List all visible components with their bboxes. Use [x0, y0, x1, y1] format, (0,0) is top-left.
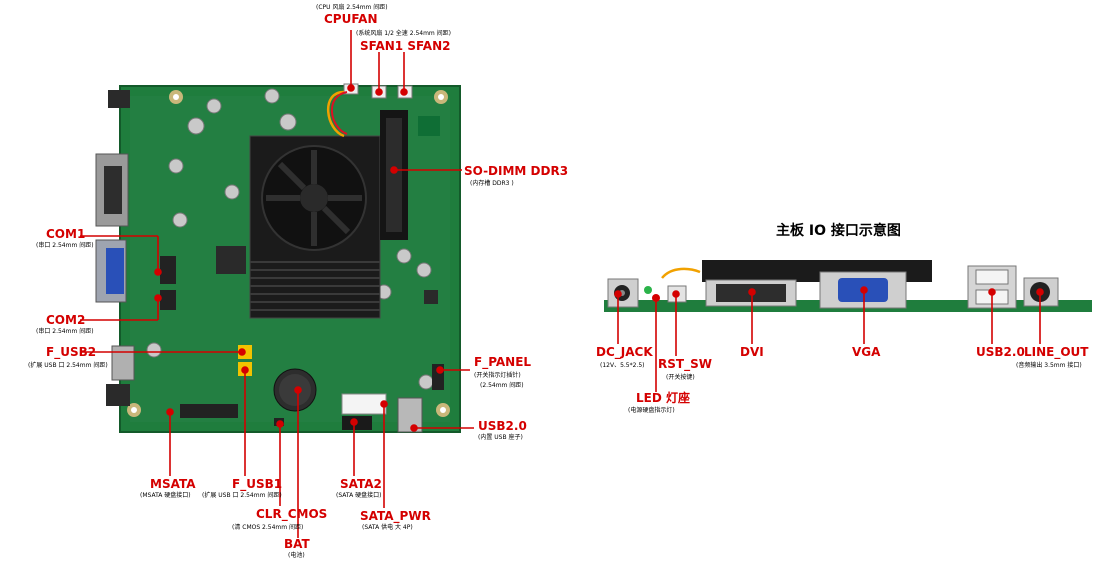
- dc-jack-note: (12V、5.5*2.5): [600, 362, 645, 369]
- audio-port-top: [106, 384, 130, 406]
- led-green: [644, 286, 652, 294]
- sata-pwr-label: SATA_PWR: [360, 509, 431, 523]
- f-panel-note: (开关指示灯插针): [474, 372, 521, 379]
- chip: [424, 290, 438, 304]
- com1-header: [160, 256, 176, 284]
- led-label: LED 灯座: [636, 391, 690, 405]
- vga-label: VGA: [852, 345, 881, 359]
- dvi-label: DVI: [740, 345, 764, 359]
- cpufan-note: (CPU 风扇 2.54mm 间距): [316, 4, 388, 11]
- com2-header: [160, 290, 176, 310]
- sfan-note: (系统风扇 1/2 全速 2.54mm 间距): [356, 30, 452, 37]
- sodimm-note: (内存槽 DDR3 ): [470, 180, 514, 187]
- clr-cmos-note: (清 CMOS 2.54mm 间距): [232, 524, 304, 531]
- f-usb1-label: F_USB1: [232, 477, 283, 491]
- chip: [216, 246, 246, 274]
- sata2-label: SATA2: [340, 477, 382, 491]
- f-usb2-note: (扩展 USB 口 2.54mm 间距): [28, 362, 108, 369]
- msata-slot: [180, 404, 238, 418]
- com1-label: COM1: [46, 227, 86, 241]
- f-panel-label: F_PANEL: [474, 355, 532, 369]
- dc-jack-label: DC_JACK: [596, 345, 653, 359]
- usb-port-top: [111, 345, 135, 381]
- dc-jack-top: [108, 90, 130, 108]
- msata-label: MSATA: [150, 477, 196, 491]
- bat-note: (电池): [288, 552, 305, 559]
- led-note: (电源硬盘指示灯): [628, 407, 675, 414]
- f-panel-note2: (2.54mm 间距): [480, 382, 524, 389]
- memory-label: [418, 116, 440, 136]
- com2-note: (串口 2.54mm 间距): [36, 328, 94, 335]
- f-usb2-label: F_USB2: [46, 345, 97, 359]
- line-out-note: (音频输出 3.5mm 接口): [1016, 362, 1082, 369]
- msata-note: (MSATA 硬盘接口): [140, 492, 191, 499]
- sata-power-connector: [341, 393, 387, 415]
- clr-cmos-label: CLR_CMOS: [256, 507, 328, 521]
- sfan-label: SFAN1 SFAN2: [360, 39, 451, 53]
- sata-pwr-note: (SATA 供电 大 4P): [362, 524, 413, 531]
- usb20-internal-label: USB2.0: [478, 419, 527, 433]
- bat-label: BAT: [284, 537, 310, 551]
- rst-sw-label: RST_SW: [658, 357, 712, 371]
- f-usb1-note: (扩展 USB 口 2.54mm 间距): [202, 492, 282, 499]
- sodimm-label: SO-DIMM DDR3: [464, 164, 569, 178]
- cpufan-label: CPUFAN: [324, 12, 378, 26]
- com2-label: COM2: [46, 313, 86, 327]
- com1-note: (串口 2.54mm 间距): [36, 242, 94, 249]
- line-out-label: LINE_OUT: [1024, 345, 1089, 359]
- usb20-internal-note: (内置 USB 座子): [478, 434, 523, 441]
- sata2-note: (SATA 硬盘接口): [336, 492, 382, 499]
- diagram-title: 主板 IO 接口示意图: [776, 223, 901, 239]
- usb20-io-label: USB2.0: [976, 345, 1025, 359]
- rst-sw-note: (开关按键): [666, 374, 695, 381]
- internal-usb-port: [397, 397, 423, 433]
